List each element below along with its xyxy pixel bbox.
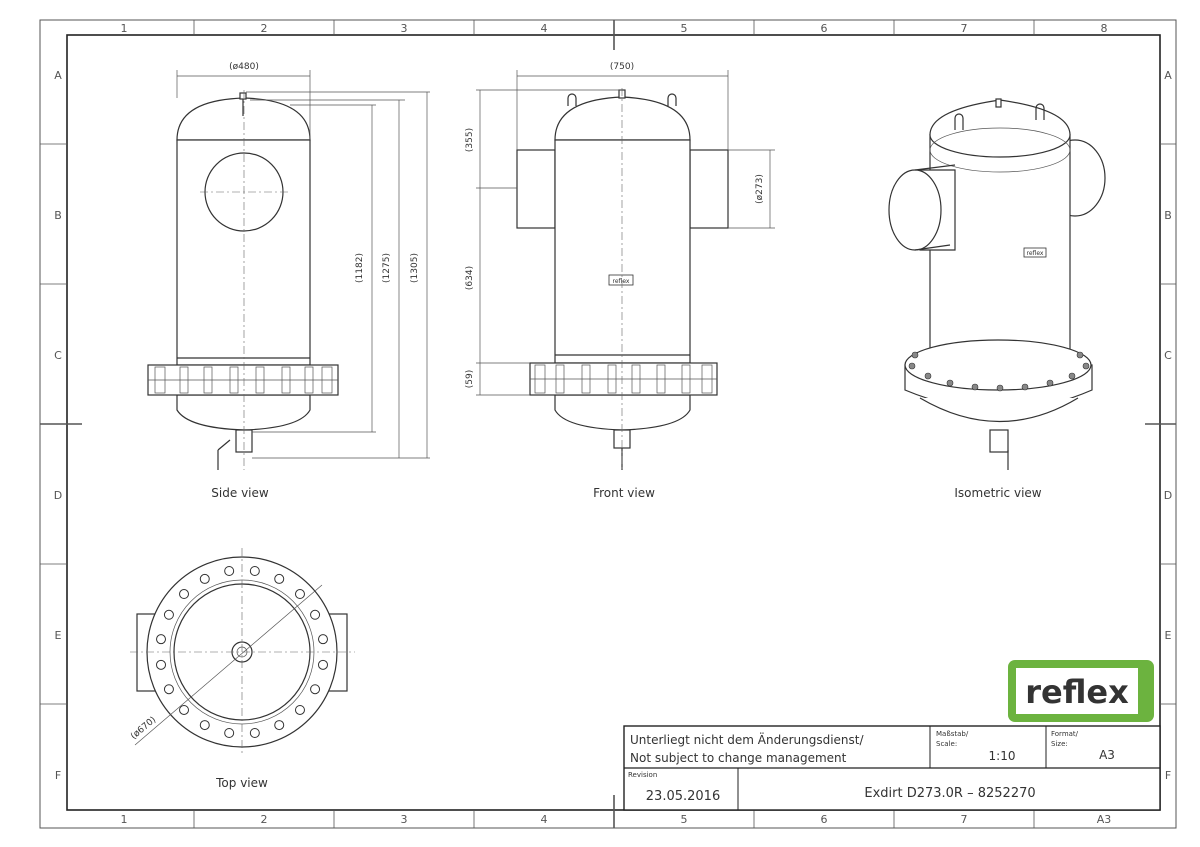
row-label: F [55, 769, 61, 782]
row-label: C [54, 349, 62, 362]
bolt-hole [156, 659, 167, 670]
column-label: 7 [961, 22, 968, 35]
row-label: B [1164, 209, 1172, 222]
column-label: 1 [121, 22, 128, 35]
dim-side-1305: (1305) [410, 253, 420, 283]
drawing-title: Exdirt D273.0R – 8252270 [864, 786, 1035, 801]
bolt-hole [199, 720, 210, 731]
dim-front-634: (634) [465, 266, 475, 290]
column-label: A3 [1097, 813, 1112, 826]
dim-front-355: (355) [465, 128, 475, 152]
dim-front-width: (750) [610, 62, 634, 72]
bolt-hole [199, 573, 210, 584]
front-view-label: Front view [593, 486, 655, 500]
column-label: 1 [121, 813, 128, 826]
column-labels-top: 1 2 3 4 5 6 7 8 [121, 22, 1108, 35]
row-label: D [54, 489, 62, 502]
bolt-hole [179, 704, 190, 715]
format-label-en: Size: [1051, 740, 1068, 748]
dim-side-1182: (1182) [355, 253, 365, 283]
bolt-hole [310, 684, 321, 695]
column-label: 8 [1101, 22, 1108, 35]
bolt-hole [317, 634, 328, 645]
dim-side-diameter: (ø480) [229, 62, 259, 72]
bolt-hole [274, 720, 285, 731]
bolt-hole [224, 727, 235, 738]
scale-label-en: Scale: [936, 740, 957, 748]
flange-bolts [154, 366, 333, 394]
format-label-de: Format/ [1051, 730, 1079, 738]
grid-dividers [40, 20, 1176, 828]
column-label: 5 [681, 22, 688, 35]
column-label: 2 [261, 22, 268, 35]
logo-text: reflex [1025, 673, 1129, 711]
top-view-label: Top view [215, 776, 268, 790]
side-view-label: Side view [211, 486, 269, 500]
title-block: Unterliegt nicht dem Änderungsdienst/ No… [623, 725, 1161, 811]
front-view: reflex (750) (355) (634) (59) (ø273) Fro… [465, 62, 775, 500]
bolt-hole [249, 566, 260, 577]
column-label: 3 [401, 22, 408, 35]
inlet-nozzle [516, 149, 556, 229]
format-value: A3 [1099, 748, 1115, 762]
row-label: A [1164, 69, 1172, 82]
bolt-hole [294, 589, 305, 600]
outlet-nozzle [689, 149, 729, 229]
bolt-hole [317, 659, 328, 670]
bolt-hole [249, 727, 260, 738]
bolt-hole [310, 609, 321, 620]
row-label: C [1164, 349, 1172, 362]
row-label: E [1165, 629, 1172, 642]
row-label: D [1164, 489, 1172, 502]
scale-value: 1:10 [989, 749, 1016, 763]
column-label: 4 [541, 22, 548, 35]
row-label: A [54, 69, 62, 82]
bolt-hole [163, 609, 174, 620]
revision-label: Revision [628, 771, 657, 779]
column-label: 6 [821, 813, 828, 826]
note-german: Unterliegt nicht dem Änderungsdienst/ [630, 732, 864, 747]
bolt-hole [274, 573, 285, 584]
column-label: 6 [821, 22, 828, 35]
revision-date: 23.05.2016 [646, 789, 720, 804]
row-label: E [55, 629, 62, 642]
column-labels-bottom: 1 2 3 4 5 6 7 A3 [121, 813, 1112, 826]
bolt-hole [163, 684, 174, 695]
row-labels: A B C D E F A B C D E F [54, 69, 1172, 782]
dim-front-59: (59) [465, 370, 475, 388]
isometric-view-label: Isometric view [954, 486, 1041, 500]
bolt-hole [294, 704, 305, 715]
scale-label-de: Maßstab/ [936, 730, 969, 738]
column-label: 2 [261, 813, 268, 826]
bolt-hole [224, 566, 235, 577]
column-label: 7 [961, 813, 968, 826]
column-label: 5 [681, 813, 688, 826]
side-view: (ø480) (1182) (1275) (1305) Side view [147, 62, 430, 500]
iso-nameplate: reflex [1027, 250, 1044, 257]
dim-side-1275: (1275) [382, 253, 392, 283]
column-label: 3 [401, 813, 408, 826]
bolt-hole [179, 589, 190, 600]
bolt-hole [156, 634, 167, 645]
dim-front-nozzle: (ø273) [755, 174, 765, 204]
row-label: F [1165, 769, 1171, 782]
row-label: B [54, 209, 62, 222]
reflex-logo: reflex [1008, 660, 1154, 722]
top-view: (ø670) Top view [129, 548, 355, 790]
column-label: 4 [541, 813, 548, 826]
isometric-view: reflex Isometric view [888, 98, 1106, 500]
note-english: Not subject to change management [630, 751, 847, 765]
front-nameplate: reflex [613, 278, 630, 285]
